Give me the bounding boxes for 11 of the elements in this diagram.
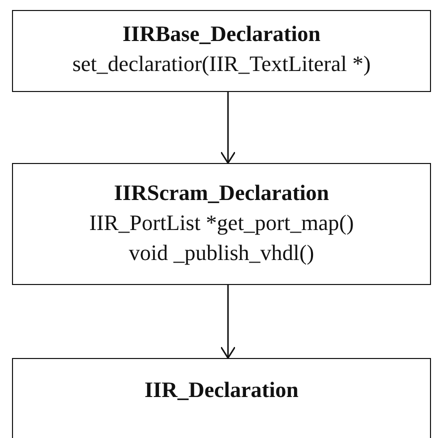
method-signature: set_declaratior(IIR_TextLiteral *) [72, 50, 371, 78]
class-name: IIRScram_Declaration [114, 179, 330, 207]
class-name: IIRBase_Declaration [122, 20, 320, 48]
method-signature: IIR_PortList *get_port_map() [89, 209, 354, 237]
arrow [220, 92, 236, 164]
class-box [12, 10, 431, 92]
class-box [12, 163, 431, 285]
arrow [220, 285, 236, 359]
class-name: IIR_Declaration [144, 376, 298, 404]
method-signature: void _publish_vhdl() [128, 239, 314, 267]
class-box [12, 358, 431, 438]
